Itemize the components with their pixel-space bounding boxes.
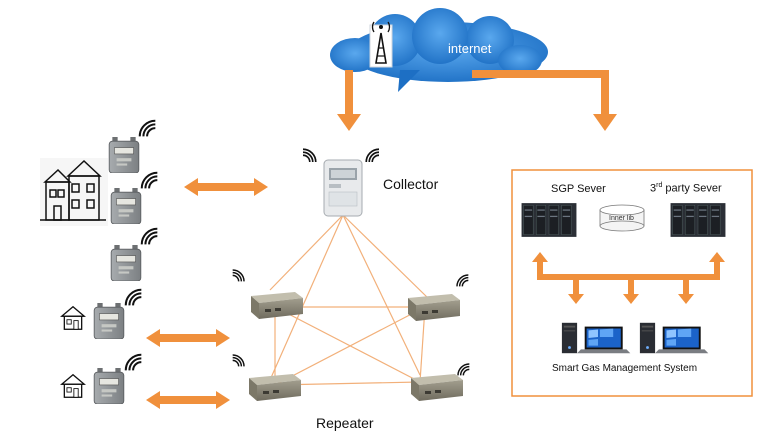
inner-lib-label: Inner lib [609, 215, 634, 222]
mesh-links [269, 214, 431, 386]
house-icon [61, 374, 85, 398]
collector-label: Collector [383, 176, 439, 192]
wireless-signal-icon [140, 227, 159, 246]
house-icon [61, 306, 85, 330]
repeater-icon [408, 294, 460, 321]
repeater-label: Repeater [316, 415, 374, 431]
arrow-cloud-to-collector [337, 70, 361, 131]
sgp-server-label: SGP Sever [551, 183, 606, 195]
cloud-icon [330, 8, 548, 92]
gas-meter-icon [110, 245, 142, 281]
gas-meter-icon [110, 188, 142, 224]
wireless-signal-icon [140, 171, 159, 190]
wireless-signal-icon [138, 119, 157, 138]
gas-meter-icon [93, 368, 125, 404]
collector-meter-icon [323, 159, 363, 217]
third-party-server-label: 3rd party Sever [650, 182, 722, 195]
wireless-signal-icon [124, 288, 143, 307]
wireless-signal-icon [457, 363, 471, 377]
wireless-signal-icon [231, 269, 245, 283]
computer-icon [561, 322, 631, 354]
gas-meter-icon [108, 137, 140, 173]
gas-meter-icon [93, 303, 125, 339]
repeater-icon [249, 374, 301, 401]
internet-label: internet [448, 41, 492, 56]
wireless-signal-icon [124, 353, 143, 372]
third-party-number: 3 [650, 182, 657, 195]
repeater-icon [411, 374, 463, 401]
server-rack-icon [670, 202, 726, 238]
double-arrow-top [184, 178, 268, 196]
house-icon [40, 158, 108, 226]
repeater-icon [251, 292, 303, 319]
panel-arrows [532, 252, 725, 304]
wireless-signal-icon [302, 148, 317, 163]
wireless-signal-icon [456, 274, 470, 288]
wireless-signal-icon [365, 148, 380, 163]
wireless-signal-icon [231, 354, 245, 368]
arrow-cloud-to-server [472, 70, 617, 131]
antenna-tower-icon [369, 21, 393, 68]
double-arrow-bottom [146, 391, 230, 409]
system-label: Smart Gas Management System [552, 363, 698, 374]
database-icon [599, 204, 645, 232]
server-rack-icon [521, 202, 577, 238]
third-party-superscript: rd [656, 182, 663, 189]
computer-icon [639, 322, 709, 354]
double-arrow-middle [146, 329, 230, 347]
third-party-text: party Sever [662, 182, 722, 195]
